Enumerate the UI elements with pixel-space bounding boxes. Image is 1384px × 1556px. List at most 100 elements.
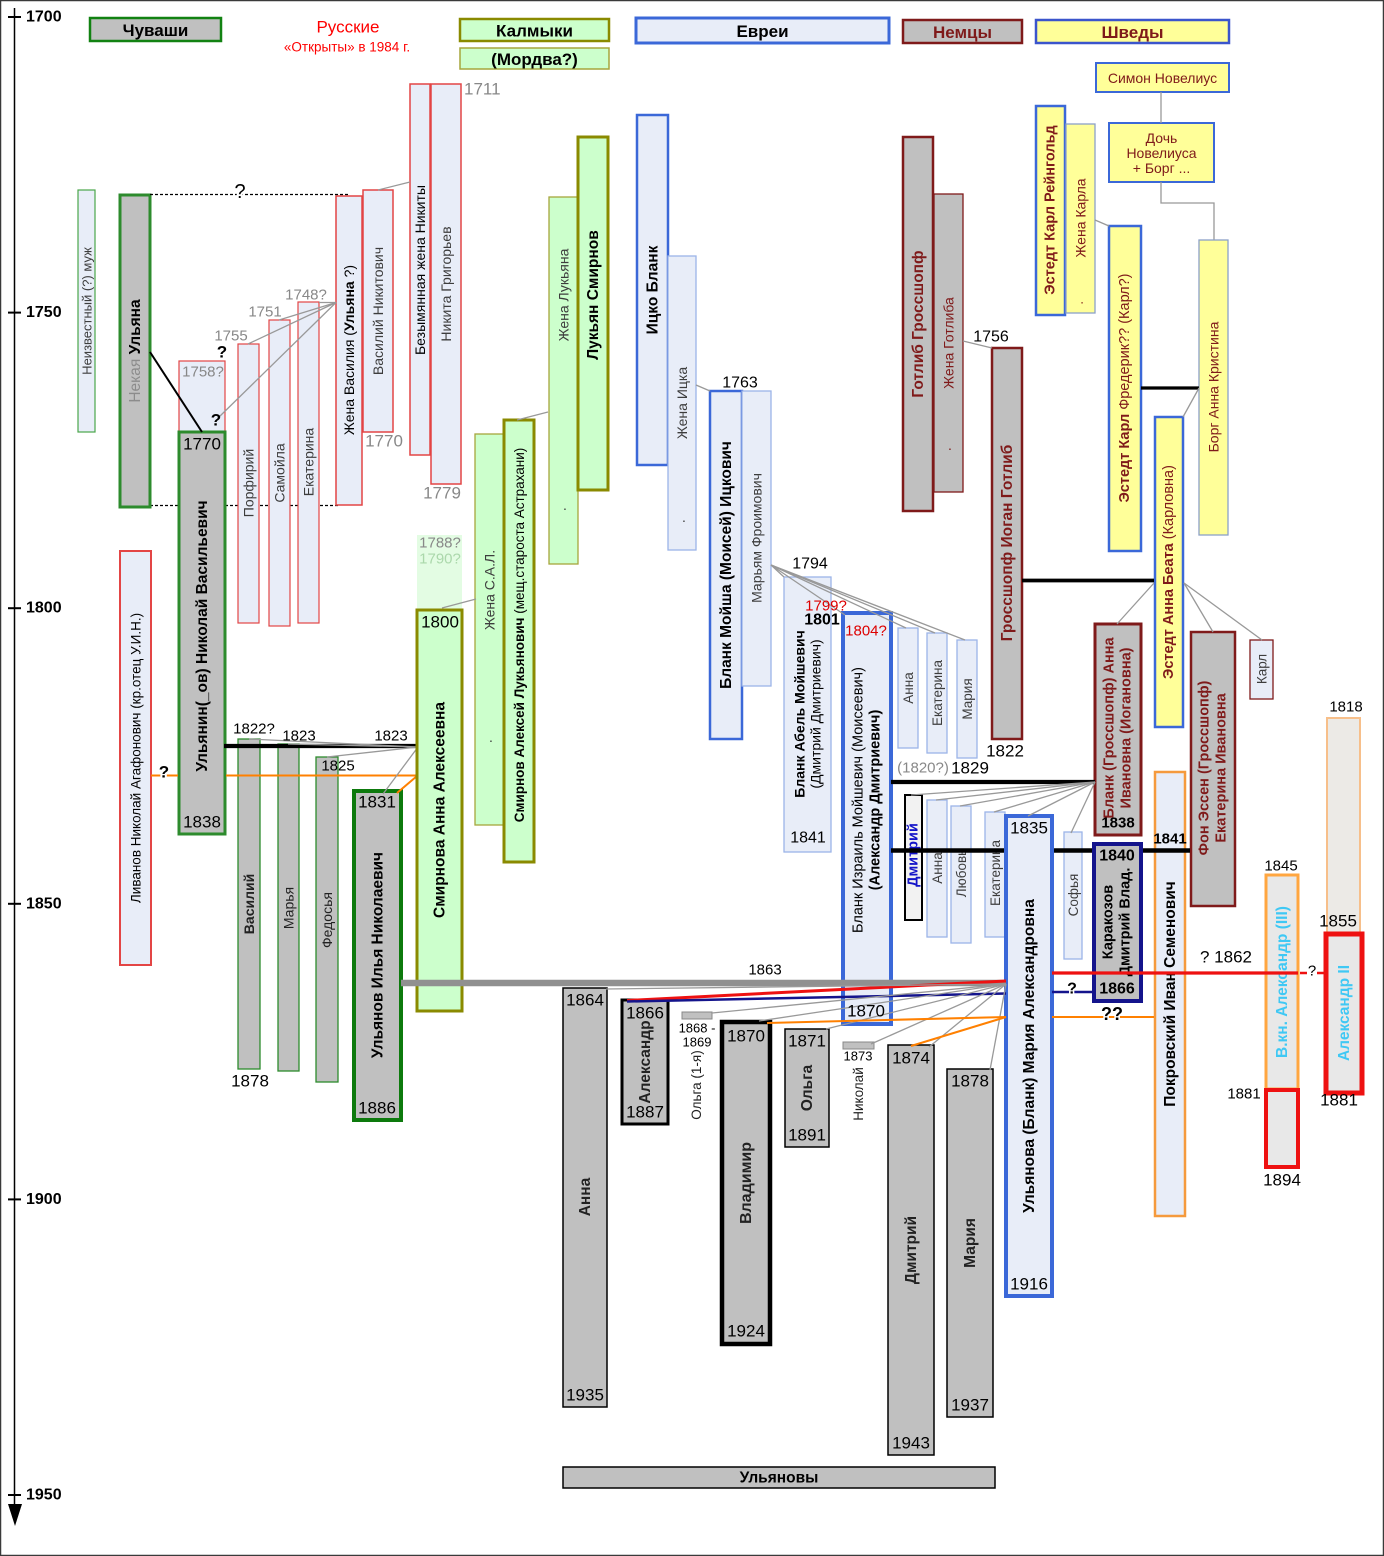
svg-text:Марьям Фроимович: Марьям Фроимович xyxy=(749,473,765,603)
svg-text:(Дмитрий Дмитриевич): (Дмитрий Дмитриевич) xyxy=(808,639,824,788)
svg-text:?: ? xyxy=(234,181,245,203)
svg-text:1870: 1870 xyxy=(727,1027,765,1046)
svg-text:?: ? xyxy=(217,343,227,362)
svg-text:Александр: Александр xyxy=(637,1020,654,1103)
svg-text:1866: 1866 xyxy=(1099,981,1135,998)
svg-text:Покровский Иван Семенович: Покровский Иван Семенович xyxy=(1162,881,1179,1107)
svg-text:.: . xyxy=(948,437,952,453)
svg-text:Некая Ульяна: Некая Ульяна xyxy=(127,299,144,403)
svg-text:Ивановна (Иогановна): Ивановна (Иогановна) xyxy=(1119,647,1135,808)
svg-text:1750: 1750 xyxy=(26,304,62,321)
svg-text:Василий Никитович: Василий Никитович xyxy=(370,247,386,375)
svg-text:Чуваши: Чуваши xyxy=(123,21,189,40)
svg-text:Никита Григорьев: Никита Григорьев xyxy=(438,226,454,341)
svg-text:1823: 1823 xyxy=(282,728,315,745)
svg-text:Анна: Анна xyxy=(901,672,916,704)
svg-text:Владимир: Владимир xyxy=(738,1142,755,1224)
svg-text:Александр II: Александр II xyxy=(1336,965,1353,1061)
svg-text:Екатерина: Екатерина xyxy=(930,660,945,726)
svg-text:.: . xyxy=(1080,292,1084,307)
svg-text:Анна: Анна xyxy=(577,1177,594,1216)
svg-text:1894: 1894 xyxy=(1263,1171,1301,1190)
svg-text:1790?: 1790? xyxy=(419,551,461,568)
svg-text:Ульянова (Бланк) Мария Алексан: Ульянова (Бланк) Мария Александровна xyxy=(1021,899,1038,1213)
svg-text:Дочь: Дочь xyxy=(1146,130,1178,146)
svg-text:1801: 1801 xyxy=(804,612,840,629)
svg-text:Русские: Русские xyxy=(316,18,379,37)
svg-text:Ицко Бланк: Ицко Бланк xyxy=(644,245,661,334)
svg-text:?: ? xyxy=(1067,981,1077,998)
svg-text:?: ? xyxy=(159,763,169,782)
svg-text:Мария: Мария xyxy=(962,1218,979,1268)
svg-text:1869: 1869 xyxy=(683,1035,712,1050)
svg-text:Ливанов Николай Агафонович (кр: Ливанов Николай Агафонович (кр.отец У.И.… xyxy=(128,613,143,903)
svg-text:1770: 1770 xyxy=(365,432,403,451)
svg-text:Дмитрий: Дмитрий xyxy=(906,823,922,887)
svg-text:1845: 1845 xyxy=(1264,858,1297,875)
svg-text:1800: 1800 xyxy=(26,600,62,617)
svg-text:(Александр Дмитриевич): (Александр Дмитриевич) xyxy=(868,710,884,891)
svg-text:(Мордва?): (Мордва?) xyxy=(491,50,578,69)
svg-text:Бланк Мойша (Моисей) Ицкович: Бланк Мойша (Моисей) Ицкович xyxy=(718,441,735,689)
svg-text:1887: 1887 xyxy=(626,1103,664,1122)
svg-text:1878: 1878 xyxy=(231,1072,269,1091)
svg-text:1878: 1878 xyxy=(951,1072,989,1091)
svg-text:1864: 1864 xyxy=(566,991,604,1010)
svg-text:Жена С.А.Л.: Жена С.А.Л. xyxy=(482,550,498,630)
svg-text:.: . xyxy=(563,497,567,513)
svg-text:1755: 1755 xyxy=(214,328,247,345)
svg-text:1748?: 1748? xyxy=(285,287,327,304)
svg-text:1937: 1937 xyxy=(951,1396,989,1415)
svg-text:Жена Лукьяна: Жена Лукьяна xyxy=(556,248,572,341)
svg-text:1763: 1763 xyxy=(722,375,758,392)
svg-text:.: . xyxy=(682,509,686,525)
svg-text:1829: 1829 xyxy=(951,759,989,778)
svg-text:1838: 1838 xyxy=(183,813,221,832)
svg-text:?: ? xyxy=(211,411,221,430)
svg-text:1751: 1751 xyxy=(248,304,281,321)
svg-text:1850: 1850 xyxy=(26,895,62,912)
svg-text:1868 -: 1868 - xyxy=(679,1021,716,1036)
svg-text:Мария: Мария xyxy=(960,678,975,719)
svg-text:1818: 1818 xyxy=(1329,699,1362,716)
svg-text:Новелиуса: Новелиуса xyxy=(1126,145,1196,161)
svg-text:1800: 1800 xyxy=(421,613,459,632)
svg-text:1870: 1870 xyxy=(847,1002,885,1021)
svg-text:1758?: 1758? xyxy=(182,364,224,381)
svg-text:1804?: 1804? xyxy=(845,623,887,640)
svg-text:Дмитрий: Дмитрий xyxy=(903,1216,920,1284)
svg-text:1943: 1943 xyxy=(892,1434,930,1453)
svg-text:Анна: Анна xyxy=(930,852,945,884)
svg-text:1779: 1779 xyxy=(423,484,461,503)
svg-text:1822: 1822 xyxy=(986,742,1024,761)
svg-text:1756: 1756 xyxy=(973,329,1009,346)
svg-text:Федосья: Федосья xyxy=(319,892,335,948)
svg-text:1711: 1711 xyxy=(464,80,501,99)
svg-text:Бланк Израиль Мойшевич (Моисее: Бланк Израиль Мойшевич (Моисеевич) xyxy=(851,667,867,933)
svg-text:1886: 1886 xyxy=(358,1099,396,1118)
svg-text:1924: 1924 xyxy=(727,1322,765,1341)
svg-text:Екатерина Ивановна: Екатерина Ивановна xyxy=(1214,692,1230,842)
svg-text:Фон Эссен (Гроссшопф): Фон Эссен (Гроссшопф) xyxy=(1197,680,1213,855)
svg-text:1831: 1831 xyxy=(358,793,396,812)
svg-text:1950: 1950 xyxy=(26,1487,62,1504)
svg-text:1871: 1871 xyxy=(788,1032,826,1051)
svg-text:Лукьян Смирнов: Лукьян Смирнов xyxy=(585,230,602,360)
svg-text:Дмитрий Влад.: Дмитрий Влад. xyxy=(1118,868,1134,977)
svg-text:1866: 1866 xyxy=(626,1004,664,1023)
svg-text:1841: 1841 xyxy=(1153,831,1186,848)
svg-text:Николай: Николай xyxy=(851,1067,866,1121)
svg-text:1855: 1855 xyxy=(1319,912,1357,931)
svg-text:Каракозов: Каракозов xyxy=(1101,885,1117,959)
svg-text:1841: 1841 xyxy=(790,830,826,847)
svg-text:Василий: Василий xyxy=(241,874,257,934)
svg-text:Жена Василия (Ульяна ?): Жена Василия (Ульяна ?) xyxy=(341,265,357,435)
svg-text:Немцы: Немцы xyxy=(933,23,992,42)
svg-text:1916: 1916 xyxy=(1010,1275,1048,1294)
svg-text:«Открыты» в 1984 г.: «Открыты» в 1984 г. xyxy=(284,40,410,55)
svg-text:Жена Готлиба: Жена Готлиба xyxy=(941,297,957,389)
svg-text:Гроссшопф Иоган Готлиб: Гроссшопф Иоган Готлиб xyxy=(999,445,1016,642)
svg-text:Готлиб Гроссшопф: Готлиб Гроссшопф xyxy=(910,250,927,397)
svg-text:?: ? xyxy=(1308,963,1316,980)
svg-text:1873: 1873 xyxy=(844,1049,873,1064)
